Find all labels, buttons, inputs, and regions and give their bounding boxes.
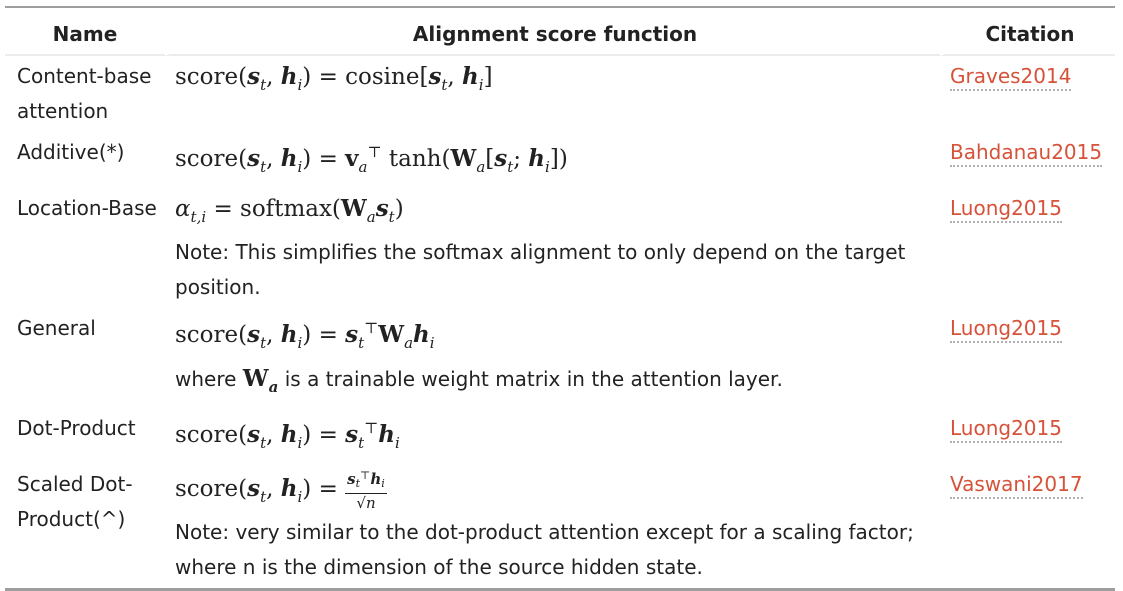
row-name: General: [17, 316, 96, 340]
citation-link[interactable]: Luong2015: [950, 196, 1062, 223]
header-function: Alignment score function: [165, 8, 940, 56]
row-citation: Graves2014: [940, 56, 1115, 132]
note-suffix: is a trainable weight matrix in the atte…: [284, 367, 783, 391]
formula: score(st, hi) = va⊤ tanh(Wa[st; hi]): [175, 143, 568, 176]
row-citation: Vaswani2017: [940, 464, 1115, 588]
row-function: score(st, hi) = st⊤Wahi where Wa is a tr…: [165, 308, 940, 408]
table-top-rule: [5, 6, 1115, 8]
table-row: Content-base attention score(st, hi) = c…: [5, 56, 1115, 132]
row-note: where Wa is a trainable weight matrix in…: [175, 361, 936, 405]
formula: score(st, hi) = st⊤hi: [175, 419, 400, 452]
row-citation: Bahdanau2015: [940, 132, 1115, 188]
formula: score(st, hi) = st⊤hi√n: [175, 469, 387, 512]
table-row: Additive(*) score(st, hi) = va⊤ tanh(Wa[…: [5, 132, 1115, 188]
citation-link[interactable]: Bahdanau2015: [950, 140, 1103, 167]
row-citation: Luong2015: [940, 308, 1115, 408]
header-citation: Citation: [940, 8, 1115, 56]
table-row: Location-Base αt,i = softmax(Wast) Note:…: [5, 188, 1115, 308]
row-function: score(st, hi) = st⊤hi: [165, 408, 940, 464]
row-function: score(st, hi) = st⊤hi√n Note: very simil…: [165, 464, 940, 588]
row-name: Additive(*): [17, 140, 125, 164]
row-function: αt,i = softmax(Wast) Note: This simplifi…: [165, 188, 940, 308]
attention-table-container: Name Alignment score function Citation C…: [5, 6, 1115, 591]
citation-link[interactable]: Vaswani2017: [950, 472, 1083, 499]
table-bottom-rule: [5, 587, 1115, 591]
formula: score(st, hi) = cosine[st, hi]: [175, 63, 493, 94]
row-name: Dot-Product: [17, 416, 136, 440]
table-row: Dot-Product score(st, hi) = st⊤hi Luong2…: [5, 408, 1115, 464]
row-name: Location-Base: [17, 196, 157, 220]
alignment-score-table: Name Alignment score function Citation C…: [5, 8, 1115, 588]
formula: score(st, hi) = st⊤Wahi: [175, 319, 435, 352]
note-prefix: where: [175, 367, 237, 391]
row-function: score(st, hi) = cosine[st, hi]: [165, 56, 940, 132]
row-function: score(st, hi) = va⊤ tanh(Wa[st; hi]): [165, 132, 940, 188]
citation-link[interactable]: Luong2015: [950, 416, 1062, 443]
note-matrix-symbol: Wa: [242, 365, 279, 396]
table-row: General score(st, hi) = st⊤Wahi where Wa…: [5, 308, 1115, 408]
header-name: Name: [5, 8, 165, 56]
header-row: Name Alignment score function Citation: [5, 8, 1115, 56]
table-row: Scaled Dot-Product(^) score(st, hi) = st…: [5, 464, 1115, 588]
citation-link[interactable]: Graves2014: [950, 64, 1072, 91]
row-name: Content-base attention: [17, 64, 152, 123]
row-citation: Luong2015: [940, 188, 1115, 308]
row-note: Note: very similar to the dot-product at…: [175, 519, 914, 579]
formula: αt,i = softmax(Wast): [175, 195, 404, 226]
row-name: Scaled Dot-Product(^): [17, 472, 133, 531]
fraction: st⊤hi√n: [345, 469, 387, 512]
citation-link[interactable]: Luong2015: [950, 316, 1062, 343]
row-citation: Luong2015: [940, 408, 1115, 464]
row-note: Note: This simplifies the softmax alignm…: [175, 240, 906, 299]
